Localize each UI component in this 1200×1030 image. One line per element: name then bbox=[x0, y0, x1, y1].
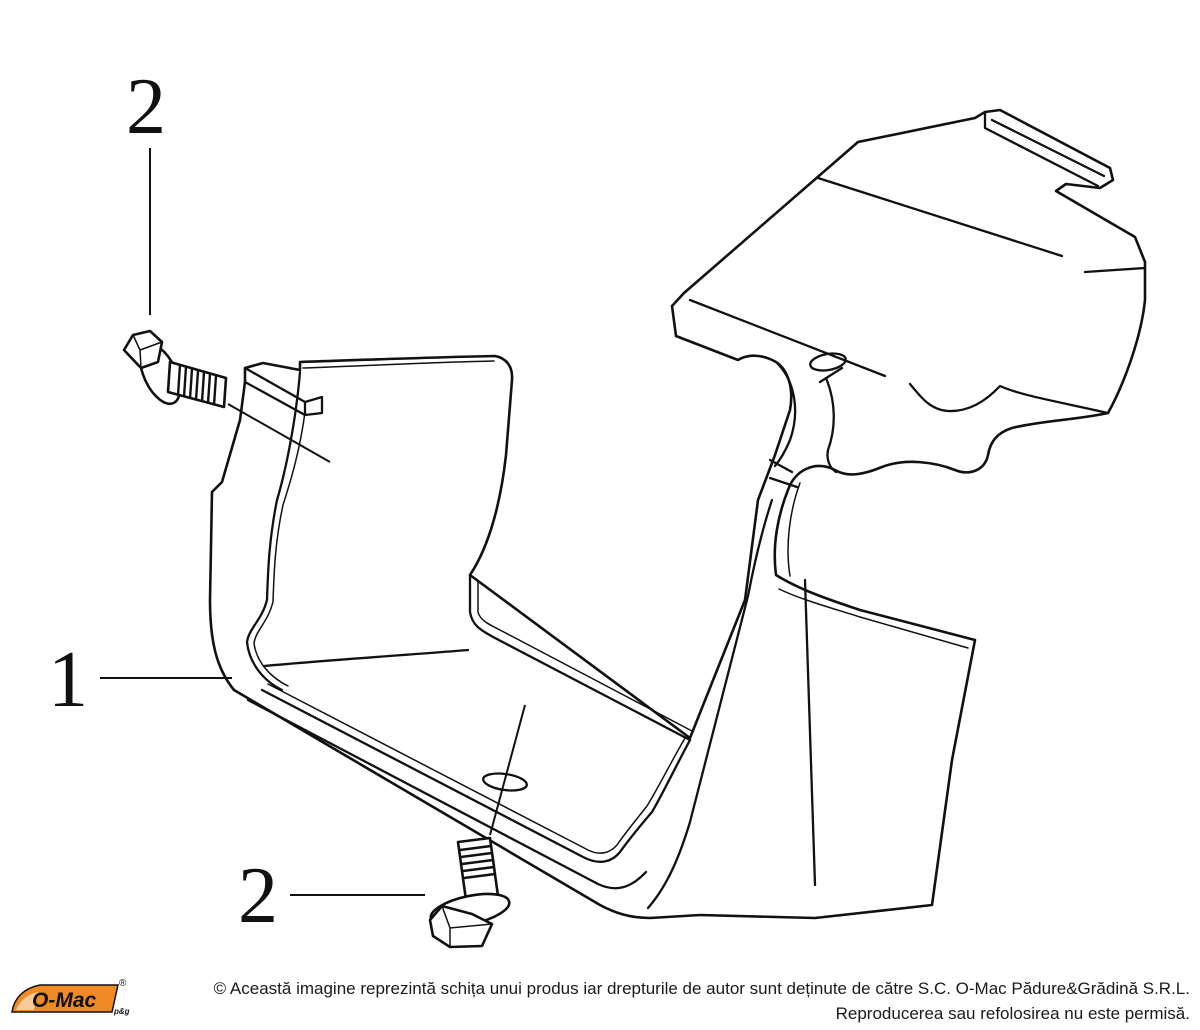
block-top-edge bbox=[688, 298, 887, 378]
top-bolt-threads bbox=[176, 364, 218, 406]
back-plate-top-edge bbox=[302, 360, 495, 369]
reproduction-notice: Reproducerea sau refolosirea nu este per… bbox=[835, 1004, 1190, 1023]
s-curve-rib bbox=[787, 482, 801, 577]
flange-bend-line bbox=[245, 370, 302, 692]
cover-lip-edge bbox=[983, 110, 1106, 188]
back-plate-right-bend bbox=[468, 573, 692, 742]
floor-front-lip bbox=[260, 688, 692, 863]
leader-bottom-bolt-axis bbox=[489, 704, 526, 836]
leader-top-bolt-axis bbox=[227, 403, 331, 463]
vertical-rib-right bbox=[824, 376, 838, 474]
omac-logo: O-Mac ® p&g bbox=[11, 978, 130, 1016]
logo-registered: ® bbox=[119, 978, 127, 989]
cover-front-curve bbox=[908, 382, 1110, 415]
rib-tick-lower bbox=[768, 476, 799, 489]
bottom-bolt bbox=[428, 836, 511, 949]
bottom-bolt-hex-flats bbox=[441, 905, 493, 948]
cover-crease bbox=[816, 176, 1064, 258]
lower-panel-crease bbox=[803, 578, 817, 887]
back-plate-right-bend-inner bbox=[477, 581, 693, 732]
callout-bracket: 1 bbox=[48, 636, 88, 724]
callout-bottom-bolt: 2 bbox=[238, 852, 278, 940]
rib-tick-upper bbox=[768, 458, 794, 474]
leader-lines bbox=[100, 148, 526, 896]
right-wall-front-edge bbox=[646, 498, 774, 910]
bottom-bolt-threads bbox=[459, 844, 496, 880]
bracket-silhouette bbox=[208, 108, 1147, 920]
bracket-part bbox=[208, 108, 1147, 920]
logo-suffix: p&g bbox=[113, 1007, 130, 1016]
cover-side-crease bbox=[1083, 266, 1147, 274]
top-bolt-hole bbox=[809, 352, 847, 372]
copyright-notice: © Această imagine reprezintă schița unui… bbox=[213, 979, 1190, 998]
logo-accent-icon bbox=[16, 992, 38, 1010]
logo-text: O-Mac bbox=[32, 989, 97, 1012]
vertical-rib-left bbox=[773, 362, 797, 468]
lower-panel-top-edge bbox=[778, 588, 969, 649]
floor-front-lip-inner bbox=[267, 683, 686, 854]
hole-mark bbox=[818, 366, 844, 384]
top-bolt-hex-flats bbox=[132, 334, 163, 369]
callout-top-bolt: 2 bbox=[126, 63, 166, 151]
top-bolt bbox=[122, 329, 228, 409]
bottom-band-line bbox=[246, 698, 648, 890]
floor-back-edge bbox=[262, 648, 470, 668]
flange-bend-line-inner bbox=[253, 411, 306, 687]
exploded-parts-diagram: 2 1 2 bbox=[48, 63, 1147, 949]
logo-swoosh-icon bbox=[11, 984, 119, 1013]
